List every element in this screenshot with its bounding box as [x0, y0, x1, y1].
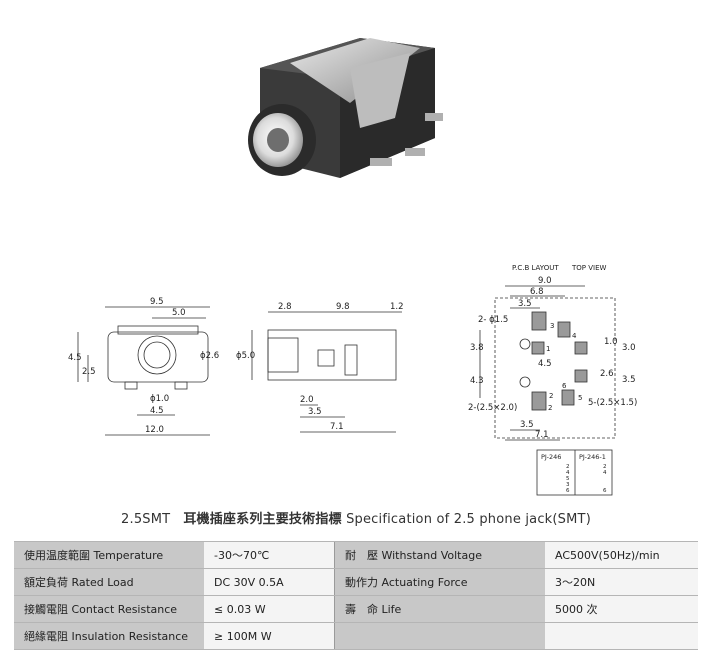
- front-dim-lower: 2.5: [82, 367, 96, 377]
- spec-label: 動作力 Actuating Force: [334, 568, 545, 596]
- pcb-dim-small: 3.5: [518, 299, 532, 309]
- pcb-pin-label: 1: [546, 345, 550, 353]
- schematic-a-pin: 2: [566, 464, 570, 470]
- pcb-pin-label: 6: [562, 382, 567, 390]
- spec-value: AC500V(50Hz)/min: [545, 541, 698, 569]
- schematic-b-label: PJ-246-1: [579, 453, 606, 461]
- spec-value: ≤ 0.03 W: [204, 595, 335, 623]
- spec-value: 5000 次: [545, 595, 698, 623]
- pcb-dim-b-total: 7.1: [535, 430, 549, 440]
- pcb-dim-total: 9.0: [538, 276, 552, 286]
- table-row: 絕緣電阻 Insulation Resistance ≥ 100M W: [14, 622, 698, 650]
- front-dim-total: 9.5: [150, 297, 164, 307]
- schematic-a-pin: 5: [566, 476, 570, 482]
- pcb-dim-b-small: 3.5: [520, 420, 534, 430]
- spec-value: [545, 622, 698, 650]
- front-dim-bore: ϕ2.6: [200, 351, 219, 361]
- spec-label: 耐 壓 Withstand Voltage: [334, 541, 545, 569]
- pcb-pad-note-a: 2-(2.5×2.0): [468, 403, 517, 413]
- spec-label: 絕緣電阻 Insulation Resistance: [14, 622, 204, 650]
- spec-table: 使用温度範圍 Temperature -30～70℃ 耐 壓 Withstand…: [14, 541, 698, 650]
- front-dim-pin: ϕ1.0: [150, 394, 169, 404]
- pcb-dim-gap: 4.5: [538, 359, 552, 369]
- side-dim-1: 2.8: [278, 302, 292, 312]
- front-dim-pin-span: 4.5: [150, 406, 164, 416]
- product-photo: [248, 38, 443, 178]
- side-view: [251, 311, 402, 433]
- spec-title: 2.5SMT 耳機插座系列主要技術指標 Specification of 2.5…: [0, 508, 712, 527]
- spec-value: -30～70℃: [204, 541, 335, 569]
- front-dim-height: 4.5: [68, 353, 82, 363]
- pcb-caption-view: TOP VIEW: [571, 264, 607, 272]
- side-dim-3: 1.2: [390, 302, 404, 312]
- pcb-pin-label: 4: [572, 332, 577, 340]
- schematic-b-pin: 2: [603, 464, 607, 470]
- spec-label: 壽 命 Life: [334, 595, 545, 623]
- pcb-dim-r4: 3.5: [622, 375, 636, 385]
- front-view: [77, 306, 210, 436]
- pcb-dim-upper: 3.8: [470, 343, 484, 353]
- pcb-dim-r3: 2.6: [600, 369, 614, 379]
- spec-title-prefix: 2.5SMT: [121, 512, 171, 527]
- spec-label: 額定負荷 Rated Load: [14, 568, 204, 596]
- pcb-hole-note: 2- ϕ1.5: [478, 315, 508, 325]
- schematic-b-pin: 6: [603, 488, 607, 494]
- pcb-pin-label: 3: [550, 322, 554, 330]
- front-dim-inner: 5.0: [172, 308, 186, 318]
- technical-drawings: 9.5 5.0 4.5 2.5 ϕ2.6 ϕ1.0 4.5 12.0 2.8 9…: [68, 264, 637, 496]
- pcb-dim-r2: 3.0: [622, 343, 636, 353]
- schematic-a-pin: 4: [566, 470, 570, 476]
- table-row: 額定負荷 Rated Load DC 30V 0.5A 動作力 Actuatin…: [14, 568, 698, 596]
- side-dim-2: 9.8: [336, 302, 350, 312]
- pcb-pin-label: 2: [548, 404, 552, 412]
- pcb-pin-label: 5: [578, 394, 582, 402]
- spec-title-en: Specification of 2.5 phone jack(SMT): [346, 512, 591, 527]
- schematic-a-pin: 6: [566, 488, 570, 494]
- table-row: 接觸電阻 Contact Resistance ≤ 0.03 W 壽 命 Lif…: [14, 595, 698, 623]
- schematic-a-pin: 3: [566, 482, 570, 488]
- pcb-pin-label: 2: [549, 392, 553, 400]
- schematic-a-label: PJ-246: [541, 453, 561, 461]
- front-dim-base: 12.0: [145, 425, 164, 435]
- pcb-pad-note-b: 5-(2.5×1.5): [588, 398, 637, 408]
- side-dim-dia: ϕ5.0: [236, 351, 255, 361]
- spec-title-cjk: 耳機插座系列主要技術指標: [183, 512, 342, 527]
- side-dim-h2: 3.5: [308, 407, 322, 417]
- pcb-dim-r1: 1.0: [604, 337, 618, 347]
- spec-value: ≥ 100M W: [204, 622, 335, 650]
- spec-label: 接觸電阻 Contact Resistance: [14, 595, 204, 623]
- pcb-dim-lower: 4.3: [470, 376, 484, 386]
- side-dim-h3: 7.1: [330, 422, 344, 432]
- spec-label: 使用温度範圍 Temperature: [14, 541, 204, 569]
- pcb-dim-mid: 6.8: [530, 287, 544, 297]
- side-dim-h1: 2.0: [300, 395, 314, 405]
- pcb-layout-view: [479, 285, 616, 496]
- pcb-caption-layout: P.C.B LAYOUT: [512, 264, 559, 272]
- spec-label: [334, 622, 545, 650]
- schematic-b-pin: 4: [603, 470, 607, 476]
- spec-value: DC 30V 0.5A: [204, 568, 335, 596]
- table-row: 使用温度範圍 Temperature -30～70℃ 耐 壓 Withstand…: [14, 541, 698, 569]
- spec-value: 3～20N: [545, 568, 698, 596]
